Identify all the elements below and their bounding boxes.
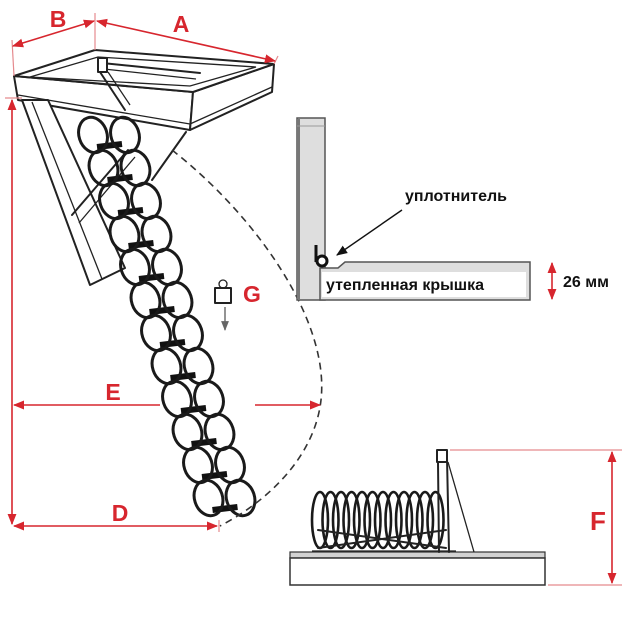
dimension-b-label: B <box>50 6 67 32</box>
dimension-b: B <box>11 6 96 77</box>
hinge-bracket <box>97 57 108 73</box>
door-arm-lower <box>78 156 136 224</box>
folded-link-6 <box>363 490 382 550</box>
insulated-cover-core <box>322 272 526 297</box>
folded-link-11 <box>415 490 435 550</box>
folded-ladder-base-top <box>289 551 546 559</box>
dimension-b-line <box>11 19 96 48</box>
dimension-a: A <box>95 11 279 65</box>
ladder-tread-8 <box>170 372 196 381</box>
dimension-d-label: D <box>112 500 129 526</box>
folded-link-3 <box>331 490 351 550</box>
folded-ladder <box>289 449 546 586</box>
weight-icon-body <box>214 287 232 304</box>
hinge-bar-lower <box>103 68 197 80</box>
ladder-tread-6 <box>149 306 175 315</box>
dimension-a-extension-right <box>273 55 279 65</box>
cover-thickness-label: 26 мм <box>563 274 609 291</box>
hatch-door <box>21 99 136 286</box>
dimension-e-label: E <box>105 379 120 405</box>
ladder-tread-1 <box>96 141 123 150</box>
spring-arm <box>99 71 126 111</box>
folded-link-2 <box>321 490 340 550</box>
folded-frame-post-right <box>446 457 450 553</box>
cover-label: утепленная крышка <box>326 277 484 294</box>
ladder-tread-10 <box>191 438 217 447</box>
weight-icon <box>214 279 232 304</box>
folded-frame-post-left <box>437 461 440 553</box>
door-arm-upper <box>71 149 129 216</box>
folded-frame-diagonal <box>447 461 475 553</box>
hatch-door-panel <box>21 99 126 286</box>
folded-ladder-links <box>310 490 445 550</box>
weight-icon-handle <box>218 279 228 289</box>
ladder-tread-9 <box>180 405 207 414</box>
support-strut-front <box>151 131 187 181</box>
load-indicator: G <box>214 279 261 331</box>
hinge-bar-upper <box>101 62 201 74</box>
seal-label: уплотнитель <box>405 188 507 205</box>
hatch-box-lower-edge-right <box>189 86 273 125</box>
ladder-link-right-12 <box>224 478 257 518</box>
folded-frame-cap <box>436 449 448 463</box>
ladder-tread-12 <box>212 504 238 513</box>
ladder-tread-3 <box>117 207 144 216</box>
folded-link-9 <box>394 490 414 550</box>
ladder-link-left-12 <box>192 478 225 518</box>
dimension-e: E <box>12 379 322 410</box>
cross-section-detail: уплотнитель утепленная крышка 26 мм <box>296 117 609 301</box>
frame-wall-section <box>296 117 326 301</box>
ladder-tread-7 <box>159 339 186 348</box>
folded-cross-bar-b <box>317 529 447 549</box>
folded-link-7 <box>373 490 393 550</box>
spring-arm-inner <box>107 71 131 106</box>
dimension-height <box>5 97 22 526</box>
ladder-tread-11 <box>201 471 228 480</box>
hatch-box-opening <box>29 56 257 87</box>
folded-link-8 <box>384 490 403 550</box>
ladder-tread-5 <box>138 273 165 282</box>
folded-link-12 <box>426 490 445 550</box>
dimension-f: F <box>450 449 622 586</box>
dimension-a-line <box>95 18 277 64</box>
dimension-f-label: F <box>590 506 606 536</box>
folded-link-10 <box>405 490 424 550</box>
ladder-tread-2 <box>107 174 133 183</box>
folded-link-4 <box>342 490 361 550</box>
seal-icon <box>314 245 329 268</box>
seal-ring <box>315 254 329 268</box>
folded-ladder-base <box>289 557 546 586</box>
scissor-ladder <box>77 115 257 518</box>
load-label: G <box>243 281 261 307</box>
seal-pointer-arrow <box>336 209 403 256</box>
folded-link-5 <box>352 490 372 550</box>
ladder-tread-4 <box>128 240 154 249</box>
dimension-a-label: A <box>173 11 190 37</box>
dimension-d: D <box>12 500 220 532</box>
hatch-door-inner-edge <box>31 101 103 280</box>
hatch-swing-arc <box>171 149 323 527</box>
